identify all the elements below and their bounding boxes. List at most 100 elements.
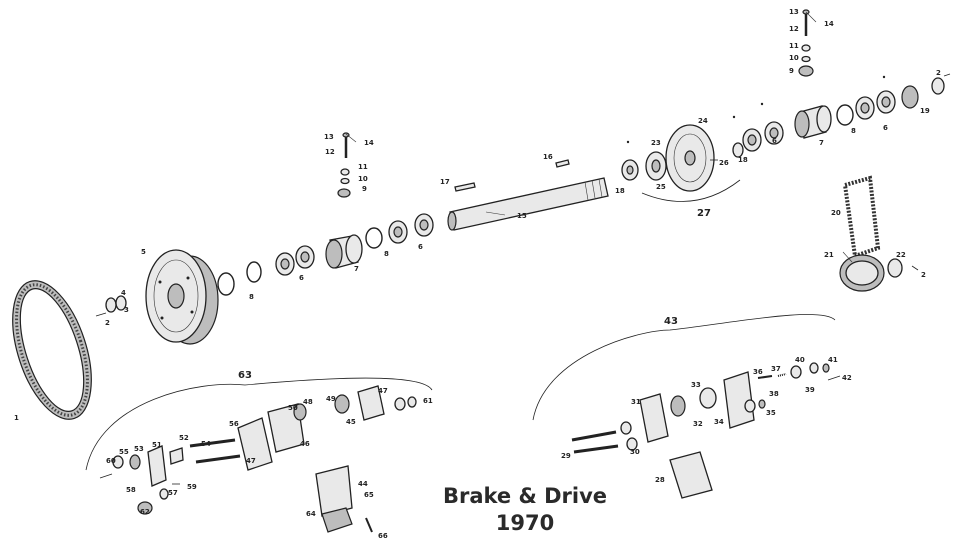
callout-9: 9 [362, 185, 367, 193]
callout-42: 42 [842, 374, 852, 382]
diagram-year: 1970 [495, 511, 555, 535]
callout-41: 41 [828, 356, 838, 364]
callout-31: 31 [631, 398, 641, 406]
drive-pulley [145, 249, 219, 345]
callout-15: 15 [517, 212, 527, 220]
callout-46: 46 [300, 440, 310, 448]
callout-7: 7 [354, 265, 359, 273]
linkage-right-parts [571, 362, 841, 499]
callout-13-repeat: 13 [789, 8, 799, 16]
callout-18-repeat: 18 [738, 156, 748, 164]
main-shaft [447, 159, 609, 231]
callout-12-repeat: 12 [789, 25, 799, 33]
callout-11-repeat: 11 [789, 42, 799, 50]
callout-52: 52 [179, 434, 189, 442]
callout-26: 26 [719, 159, 729, 167]
brake-drum [621, 124, 744, 202]
callout-29: 29 [561, 452, 571, 460]
callout-5: 5 [141, 248, 146, 256]
callout-23: 23 [651, 139, 661, 147]
callout-17: 17 [440, 178, 450, 186]
diagram-title: Brake & Drive [442, 484, 608, 508]
callout-10: 10 [358, 175, 368, 183]
callout-60: 60 [106, 457, 116, 465]
callout-18: 18 [615, 187, 625, 195]
callout-22: 22 [896, 251, 906, 259]
callout-27: 27 [697, 208, 711, 219]
callout-6: 6 [299, 274, 304, 282]
callout-51: 51 [152, 441, 162, 449]
callout-16: 16 [543, 153, 553, 161]
callout-66: 66 [378, 532, 388, 540]
shaft-right-parts [626, 73, 951, 152]
callout-30: 30 [630, 448, 640, 456]
callout-63: 63 [238, 370, 252, 381]
callout-58: 58 [126, 486, 136, 494]
callout-49: 49 [326, 395, 336, 403]
callout-19: 19 [920, 107, 930, 115]
callout-54: 54 [201, 440, 211, 448]
callout-39: 39 [805, 386, 815, 394]
callout-3: 3 [124, 306, 129, 314]
callout-2-repeat-a: 2 [936, 69, 941, 77]
callout-36: 36 [753, 368, 763, 376]
callout-20: 20 [831, 209, 841, 217]
callout-8-repeat-b: 8 [851, 127, 856, 135]
callout-14: 14 [364, 139, 374, 147]
ring-gear [12, 280, 92, 420]
bracket-63 [85, 377, 433, 471]
callout-44: 44 [358, 480, 368, 488]
callout-14-repeat: 14 [824, 20, 834, 28]
callout-34: 34 [714, 418, 724, 426]
callout-47-repeat: 47 [246, 457, 256, 465]
callout-labels: 1 2 3 4 5 6 7 8 9 10 11 12 13 14 15 16 1… [14, 8, 941, 540]
callout-64: 64 [306, 510, 316, 518]
callout-9-repeat: 9 [789, 67, 794, 75]
callout-6-repeat-a: 6 [418, 243, 423, 251]
callout-55: 55 [119, 448, 129, 456]
callout-53: 53 [134, 445, 144, 453]
callout-59: 59 [187, 483, 197, 491]
callout-24: 24 [698, 117, 708, 125]
callout-65: 65 [364, 491, 374, 499]
bolt-stack-left [337, 132, 351, 198]
callout-8-repeat-a: 8 [249, 293, 254, 301]
callout-25: 25 [656, 183, 666, 191]
callout-35: 35 [766, 409, 776, 417]
callout-45: 45 [346, 418, 356, 426]
callout-62: 62 [140, 508, 150, 516]
callout-8: 8 [384, 250, 389, 258]
callout-7-repeat: 7 [819, 139, 824, 147]
callout-32: 32 [693, 420, 703, 428]
callout-21: 21 [824, 251, 834, 259]
bolt-stack-right [798, 9, 814, 77]
callout-1: 1 [14, 414, 19, 422]
callout-28: 28 [655, 476, 665, 484]
shaft-left-parts [95, 213, 434, 317]
linkage-left-parts [99, 385, 417, 533]
callout-2-repeat-b: 2 [921, 271, 926, 279]
callout-6-repeat-c: 6 [883, 124, 888, 132]
callout-33: 33 [691, 381, 701, 389]
callout-13: 13 [324, 133, 334, 141]
callout-38: 38 [769, 390, 779, 398]
callout-40: 40 [795, 356, 805, 364]
callout-12: 12 [325, 148, 335, 156]
callout-4: 4 [121, 289, 126, 297]
bracket-43 [532, 314, 836, 421]
callout-11: 11 [358, 163, 368, 171]
callout-2: 2 [105, 319, 110, 327]
chain-and-sprocket [839, 175, 919, 292]
callout-57: 57 [168, 489, 178, 497]
callout-43: 43 [664, 316, 678, 327]
leader-lines [345, 11, 853, 263]
callout-6-repeat-b: 6 [772, 137, 777, 145]
callout-48: 48 [303, 398, 313, 406]
callout-37: 37 [771, 365, 781, 373]
callout-50: 50 [288, 404, 298, 412]
callout-56: 56 [229, 420, 239, 428]
callout-47: 47 [378, 387, 388, 395]
callout-61: 61 [423, 397, 433, 405]
callout-10-repeat: 10 [789, 54, 799, 62]
